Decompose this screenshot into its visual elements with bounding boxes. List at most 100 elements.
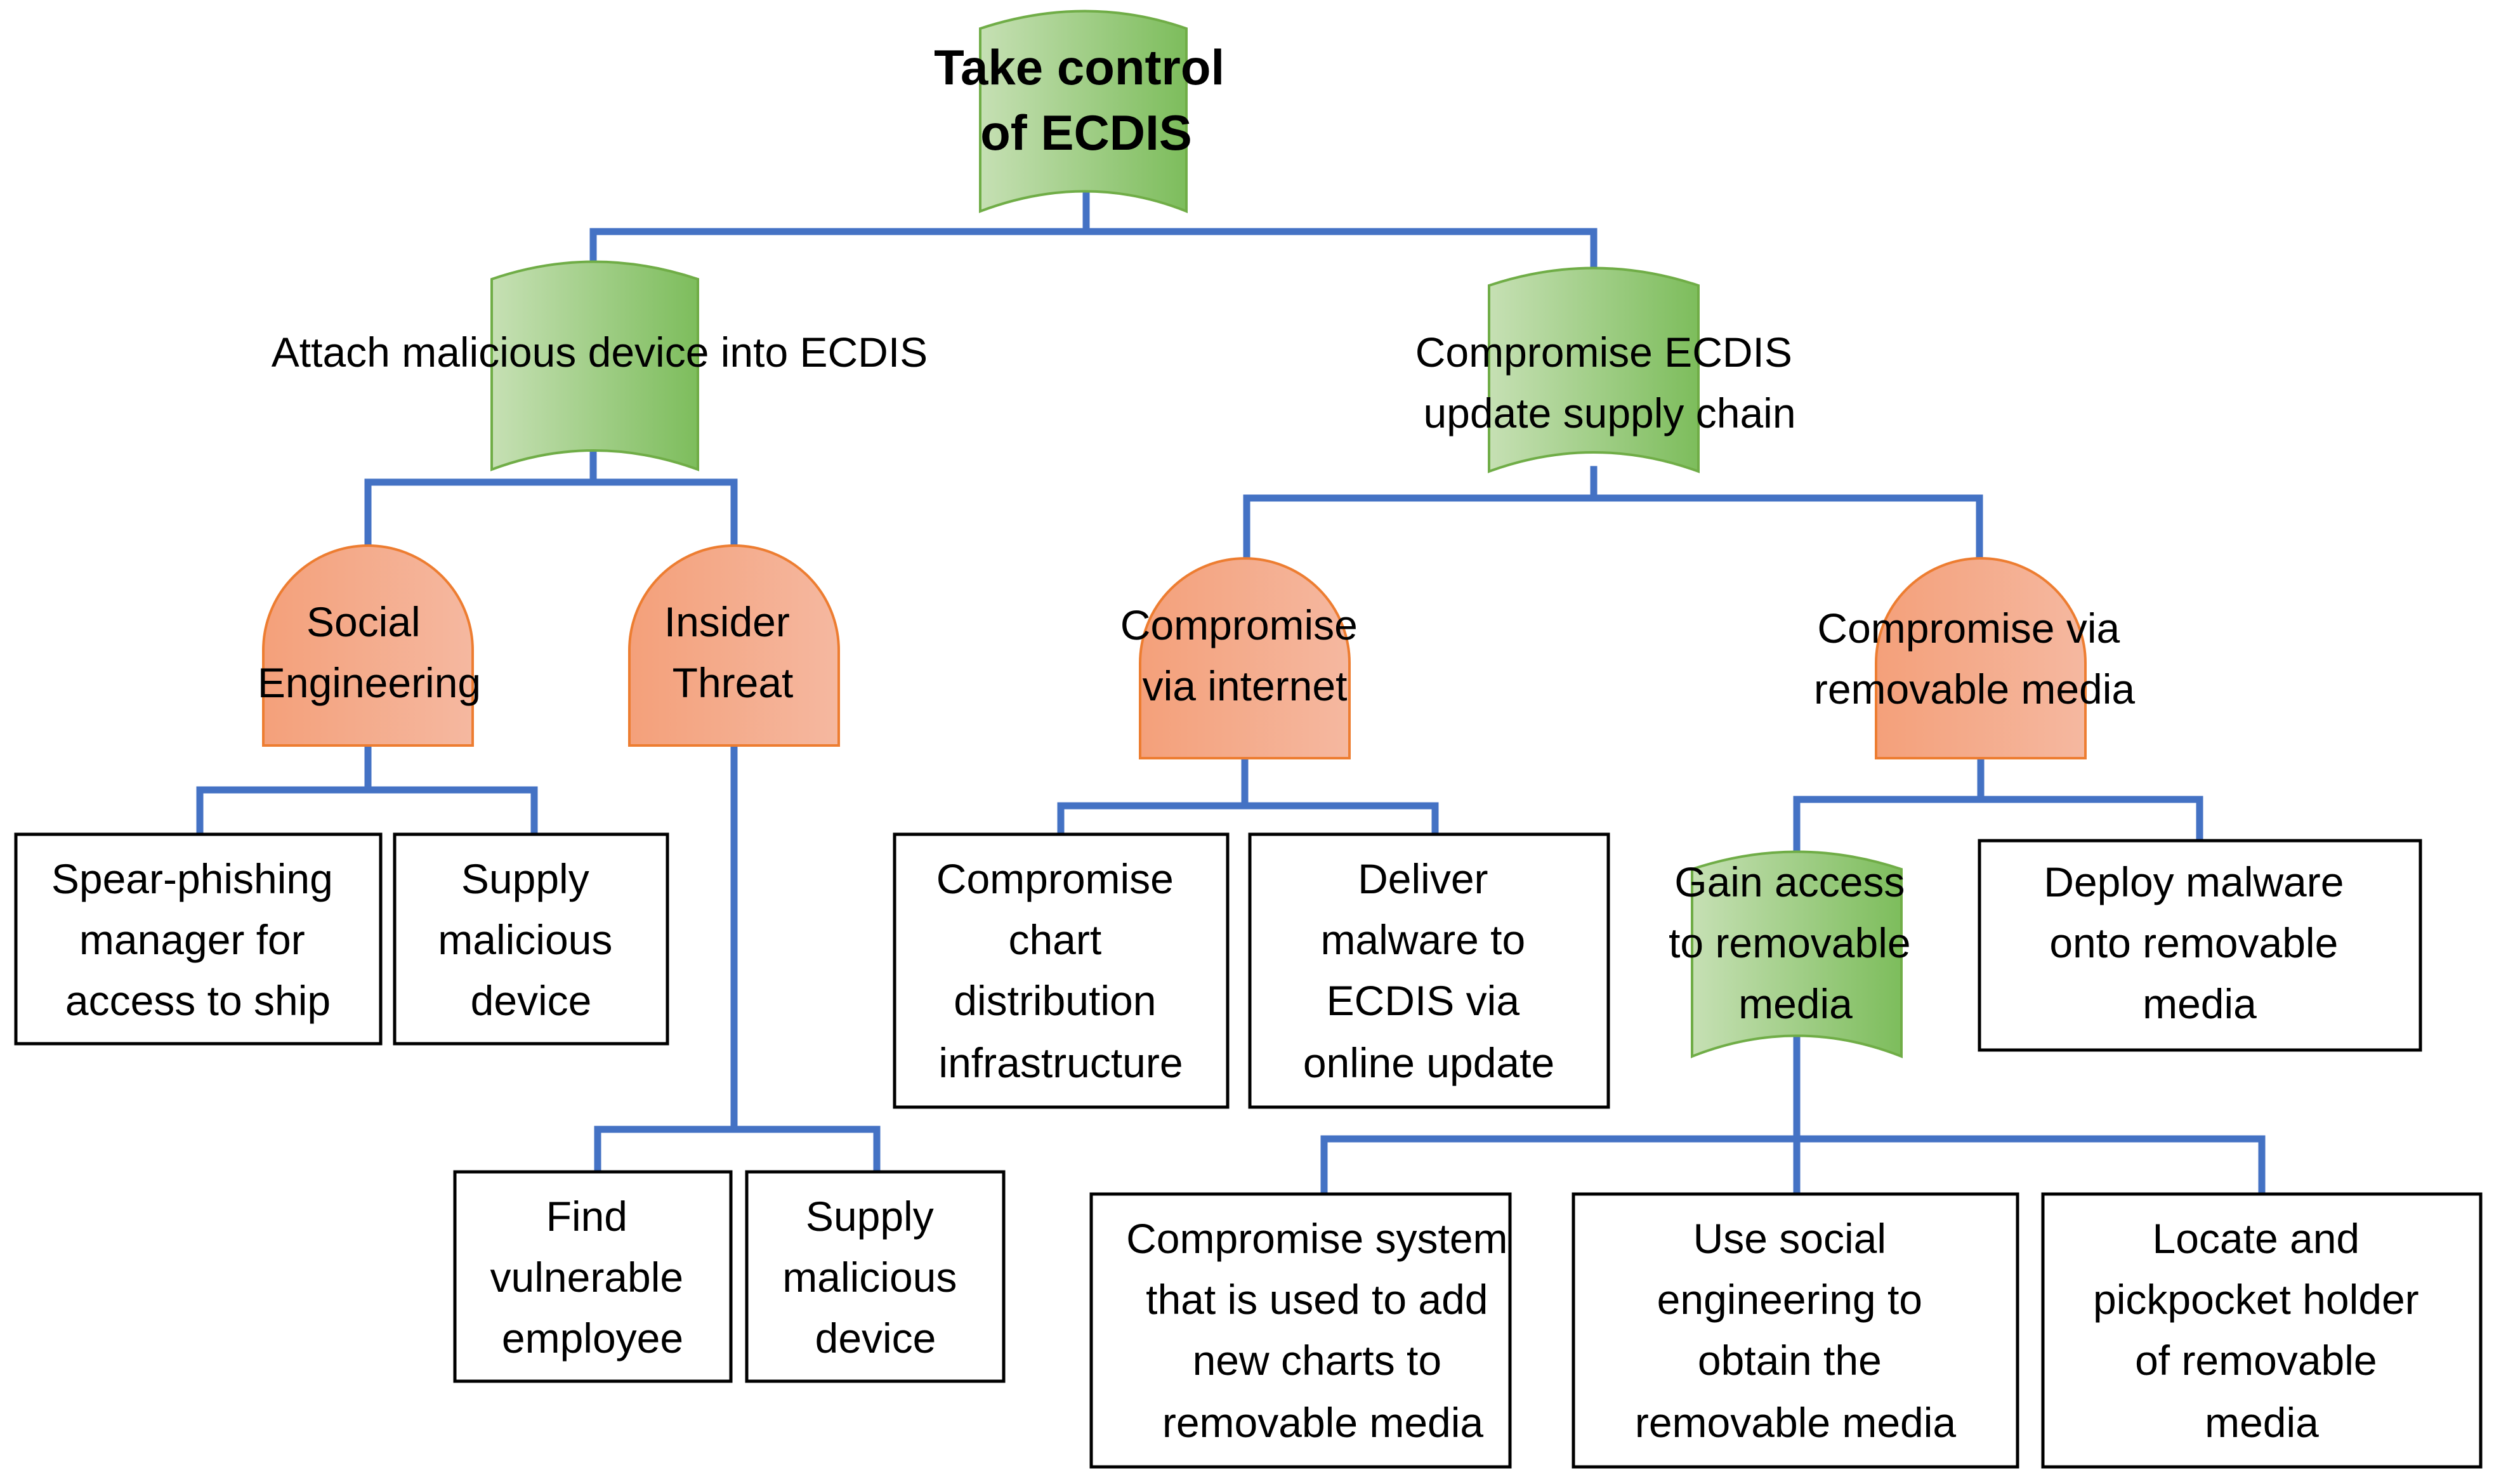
label-root-line-1: Take control [934,39,1224,95]
label-deliver-line-3: ECDIS via [1327,977,1520,1024]
label-use-social-line-3: obtain the [1698,1337,1882,1384]
label-root: Take control of ECDIS [934,39,1238,161]
label-comp-sys-line-4: removable media [1162,1399,1484,1446]
connector-gain [1320,1024,2266,1198]
label-comp-sys-line-3: new charts to [1193,1337,1442,1384]
connector-insider [594,742,881,1176]
label-deliver-line-1: Deliver [1358,855,1488,902]
label-chart-infra: Compromise chart distribution infrastruc… [936,855,1185,1086]
label-spear-line-1: Spear-phishing [51,855,333,902]
label-pickpocket-line-4: media [2205,1399,2319,1446]
label-pickpocket-line-1: Locate and [2153,1215,2360,1262]
and-gates [262,544,2087,759]
label-deploy: Deploy malware onto removable media [2044,858,2356,1027]
connector-root [589,177,1598,277]
label-comp-sys-line-2: that is used to add [1146,1276,1488,1323]
label-chart-infra-line-4: infrastructure [938,1039,1183,1086]
label-gain-line-3: media [1738,980,1853,1027]
label-chart-infra-line-2: chart [1008,916,1101,963]
label-use-social-line-2: engineering to [1657,1276,1922,1323]
label-pickpocket: Locate and pickpocket holder of removabl… [2093,1215,2431,1446]
label-supply: Compromise ECDIS update supply chain [1415,329,1804,437]
leaf-box-pickpocket [2041,1192,2483,1469]
label-use-social-line-1: Use social [1693,1215,1886,1262]
label-deliver: Deliver malware to ECDIS via online upda… [1303,855,1554,1086]
label-deploy-line-3: media [2143,980,2257,1027]
label-chart-infra-line-3: distribution [954,977,1156,1024]
and-gate-social [262,544,474,747]
label-supply-line-2: update supply chain [1423,390,1795,437]
label-deliver-line-2: malware to [1320,916,1525,963]
or-gate-root [979,10,1188,213]
leaf-box-supply-dev2 [745,1170,1006,1383]
leaf-box-comp-sys [1089,1192,1512,1469]
label-gain-line-2: to removable [1669,919,1911,966]
connector-removable [1793,754,2203,873]
or-gates [490,10,1903,1058]
node-labels: Take control of ECDIS Attach malicious d… [51,39,2431,1446]
label-supply-dev2-line-1: Supply [806,1193,934,1240]
label-insider: Insider Threat [664,598,801,706]
connector-lines [196,177,2266,1198]
label-internet: Compromise via internet [1120,601,1369,709]
or-gate-gain [1691,850,1903,1058]
label-spear-line-2: manager for [79,916,305,963]
label-social-line-1: Social [306,598,421,645]
label-supply-dev1-line-3: device [471,977,592,1024]
label-supply-dev2: Supply malicious device [782,1193,968,1362]
label-deploy-line-2: onto removable [2049,919,2338,966]
label-gain: Gain access to removable media [1669,858,1922,1027]
label-gain-line-1: Gain access [1674,858,1905,905]
label-internet-line-1: Compromise [1120,601,1358,648]
label-find-line-3: employee [502,1315,683,1362]
and-gate-internet [1139,557,1351,759]
label-deploy-line-1: Deploy malware [2044,858,2344,905]
connector-social [196,742,538,838]
leaf-box-find [453,1170,733,1383]
label-use-social-line-4: removable media [1635,1399,1957,1446]
label-spear-line-3: access to ship [65,977,331,1024]
label-comp-sys-line-1: Compromise system [1126,1215,1507,1262]
label-pickpocket-line-3: of removable [2135,1337,2377,1384]
label-pickpocket-line-2: pickpocket holder [2093,1276,2419,1323]
label-find: Find vulnerable employee [490,1193,695,1362]
connector-supply [1243,466,1983,562]
label-chart-infra-line-1: Compromise [936,855,1174,902]
label-supply-line-1: Compromise ECDIS [1415,329,1792,376]
label-attach: Attach malicious device into ECDIS [272,329,928,376]
leaf-box-spear [14,832,383,1046]
leaf-box-chart-infra [893,832,1230,1109]
label-removable: Compromise via removable media [1814,605,2136,712]
label-insider-line-2: Threat [673,659,794,706]
label-social: Social Engineering [258,598,481,706]
label-supply-dev1: Supply malicious device [438,855,624,1024]
label-comp-sys: Compromise system that is used to add ne… [1126,1215,1519,1446]
or-gate-supply [1488,266,1700,473]
leaf-box-supply-dev1 [393,832,669,1046]
label-spear: Spear-phishing manager for access to shi… [51,855,345,1024]
leaf-box-deliver [1248,832,1610,1109]
or-gate-attach [490,260,699,471]
label-supply-dev2-line-3: device [815,1315,936,1362]
label-social-line-2: Engineering [258,659,481,706]
label-root-line-2: of ECDIS [980,105,1192,161]
label-supply-dev1-line-2: malicious [438,916,612,963]
leaf-box-use-social [1572,1192,2019,1469]
label-insider-line-1: Insider [664,598,790,645]
label-internet-line-2: via internet [1143,662,1348,709]
label-find-line-2: vulnerable [490,1254,684,1301]
connector-internet [1057,754,1439,838]
label-removable-line-2: removable media [1814,666,2136,712]
and-gate-removable [1875,557,2087,759]
and-gate-insider [628,544,840,747]
label-find-line-1: Find [546,1193,627,1240]
connector-attach [364,440,738,549]
leaf-box-deploy [1978,839,2422,1052]
leaf-boxes [14,832,2483,1469]
label-use-social: Use social engineering to obtain the rem… [1635,1215,1957,1446]
label-removable-line-1: Compromise via [1817,605,2120,652]
label-supply-dev1-line-1: Supply [461,855,589,902]
label-deliver-line-4: online update [1303,1039,1554,1086]
label-supply-dev2-line-2: malicious [782,1254,957,1301]
